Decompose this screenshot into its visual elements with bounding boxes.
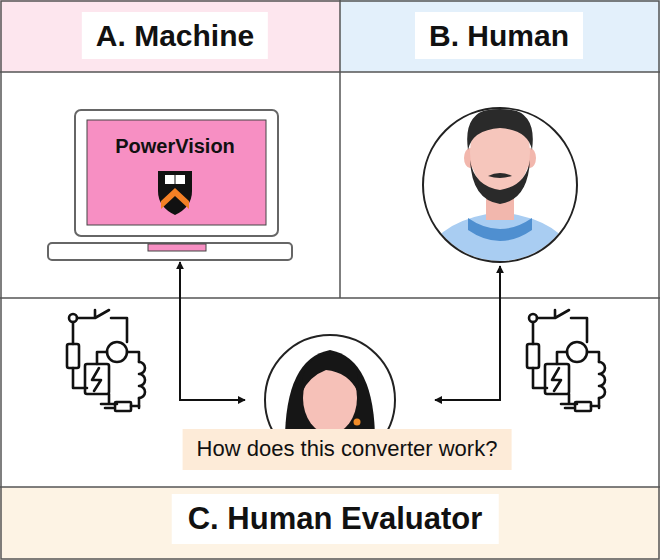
evaluator-avatar-part-part (302, 354, 359, 392)
human-avatar-part-part (488, 173, 512, 178)
panel-heading: A. Machine (82, 12, 268, 59)
university-shield-part (158, 171, 192, 215)
laptop-screen (87, 120, 266, 225)
human-avatar-part (423, 108, 577, 262)
evaluator-avatar-part-part (354, 419, 361, 426)
university-shield-part (161, 188, 189, 209)
human-avatar-part (420, 108, 580, 270)
laptop-frame (75, 110, 278, 236)
human-avatar-part-part (467, 108, 533, 150)
university-shield (158, 171, 192, 215)
human-avatar-part-part (470, 160, 530, 204)
laptop: PowerVision (48, 105, 292, 262)
laptop-illustration (48, 105, 292, 262)
screen-label: PowerVision (115, 133, 235, 159)
circuit-icon (527, 310, 605, 411)
human-avatar (420, 108, 580, 270)
question-label: How does this converter work? (183, 429, 512, 470)
human-panel: B. Human (340, 0, 660, 266)
panel-grid-part (0, 0, 660, 487)
laptop-notch (148, 244, 206, 251)
university-shield-part (175, 175, 176, 184)
circuit-icon (67, 310, 145, 411)
panel-grounds-part (340, 0, 660, 72)
panel-grounds-part (0, 487, 660, 560)
panel-heading: C. Human Evaluator (172, 494, 499, 544)
double-arrow-connector (435, 266, 500, 400)
panel-heading: B. Human (415, 12, 583, 59)
university-shield-part (165, 175, 185, 184)
panel-grounds-part (0, 0, 340, 72)
evaluator: How does this converter work? (245, 333, 435, 473)
evaluator-panel: How does this converter work? C. Human Ev… (0, 298, 660, 560)
machine-panel: PowerVision A. Machine (0, 0, 340, 298)
double-arrow-connector (180, 262, 245, 400)
human-avatar-part (423, 108, 577, 262)
laptop-base (48, 243, 292, 260)
human-avatar-part-part (468, 218, 532, 241)
